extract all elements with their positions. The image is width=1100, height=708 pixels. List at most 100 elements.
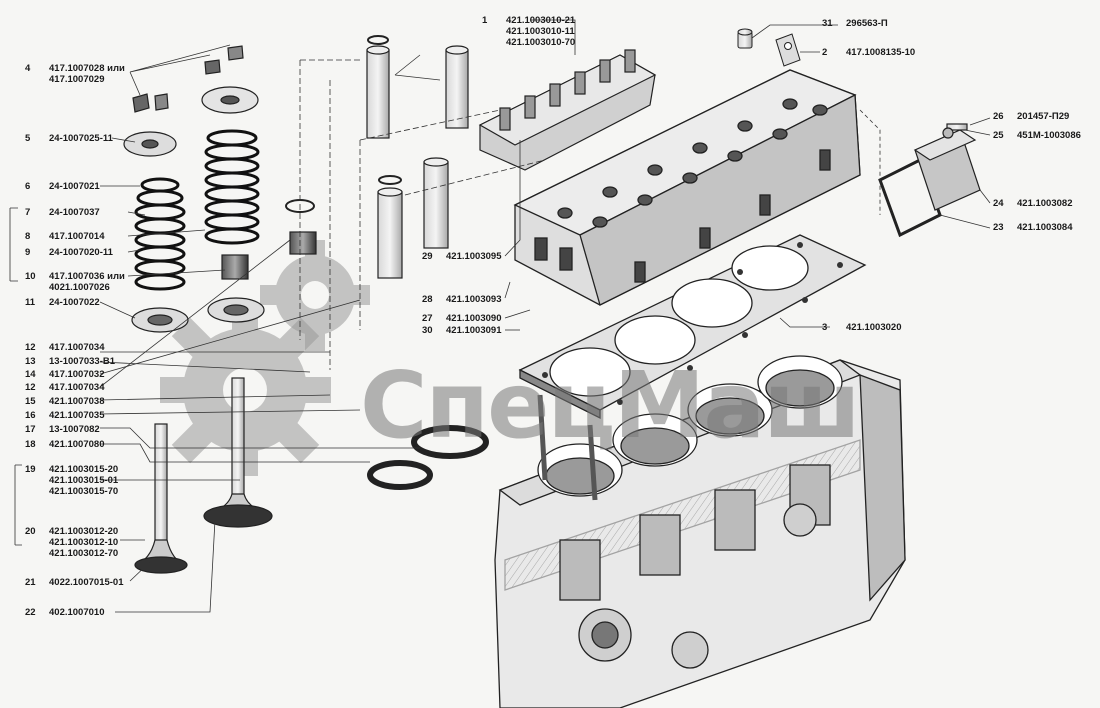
callout-part-numbers: 24-1007037 (49, 207, 100, 218)
callout-c24: 24 421.1003082 (993, 198, 1072, 209)
callout-number: 31 (822, 18, 833, 29)
callout-number: 6 (25, 181, 31, 192)
callout-number: 24 (993, 198, 1004, 209)
part-number: 417.1007028 или (49, 63, 125, 74)
rocker-assembly (478, 49, 657, 171)
callout-part-numbers: 13-1007082 (49, 424, 100, 435)
callout-number: 15 (25, 396, 36, 407)
callout-part-numbers: 24-1007020-11 (49, 247, 113, 258)
callout-part-numbers: 417.1008135-10 (846, 47, 915, 58)
callout-number: 27 (422, 313, 433, 324)
part-number: 421.1003015-70 (49, 486, 119, 497)
callout-number: 21 (25, 577, 36, 588)
callout-part-numbers: 417.1007034 (49, 342, 104, 353)
part-number: 421.1007038 (49, 396, 105, 407)
watermark-gear-small-icon (260, 240, 370, 351)
callout-number: 19 (25, 464, 36, 475)
callout-number: 22 (25, 607, 36, 618)
part-number: 421.1003012-20 (49, 526, 119, 537)
part-number: 24-1007021 (49, 181, 100, 192)
head-gasket (518, 234, 867, 420)
callout-part-numbers: 402.1007010 (49, 607, 104, 618)
callout-c13: 13 13-1007033-В1 (25, 356, 115, 367)
callout-part-numbers: 24-1007025-11 (49, 133, 113, 144)
callout-number: 1 (482, 15, 488, 26)
callout-c28: 28 421.1003093 (422, 294, 501, 305)
part-number: 402.1007010 (49, 607, 105, 618)
callout-number: 10 (25, 271, 36, 282)
callout-number: 13 (25, 356, 36, 367)
callout-part-numbers: 421.1003093 (446, 294, 501, 305)
callout-number: 20 (25, 526, 36, 537)
callout-part-numbers: 421.1003082 (1017, 198, 1072, 209)
callout-part-numbers: 201457-П29 (1017, 111, 1069, 122)
valve-train (123, 45, 489, 574)
callout-c12b: 12 417.1007034 (25, 382, 104, 393)
engine-block (494, 355, 906, 708)
part-number: 421.1003091 (446, 325, 502, 336)
part-number: 417.1007029 (49, 74, 105, 85)
callout-c27: 27 421.1003090 (422, 313, 501, 324)
part-number: 421.1003084 (1017, 222, 1073, 233)
callout-part-numbers: 24-1007021 (49, 181, 100, 192)
callout-number: 23 (993, 222, 1004, 233)
part-number: 421.1003090 (446, 313, 502, 324)
part-number: 421.1003012-10 (49, 537, 119, 548)
callout-c25: 25 451М-1003086 (993, 130, 1081, 141)
callout-part-numbers: 421.1007038 (49, 396, 104, 407)
callout-part-numbers: 13-1007033-В1 (49, 356, 115, 367)
watermark-text: СпецМаш (360, 352, 861, 459)
part-number: 451М-1003086 (1017, 130, 1081, 141)
callout-number: 11 (25, 297, 36, 308)
part-number: 421.1007080 (49, 439, 105, 450)
part-number: 296563-П (846, 18, 888, 29)
part-number: 417.1007036 или (49, 271, 125, 282)
callout-number: 28 (422, 294, 433, 305)
callout-number: 4 (25, 63, 31, 74)
callout-number: 8 (25, 231, 31, 242)
part-number: 417.1007034 (49, 342, 105, 353)
part-number: 24-1007020-11 (49, 247, 113, 258)
part-number: 421.1003012-70 (49, 548, 119, 559)
part-number: 421.1003015-01 (49, 475, 119, 486)
flange-gasket (878, 123, 981, 238)
callout-number: 14 (25, 369, 36, 380)
callout-number: 29 (422, 251, 433, 262)
part-number: 417.1008135-10 (846, 47, 916, 58)
callout-number: 12 (25, 382, 36, 393)
part-number: 417.1007014 (49, 231, 105, 242)
cylinder-head (513, 69, 861, 306)
callout-part-numbers: 421.1003090 (446, 313, 501, 324)
callout-part-numbers: 421.1003020 (846, 322, 901, 333)
callout-part-numbers: 417.1007034 (49, 382, 104, 393)
part-number: 4021.1007026 (49, 282, 110, 293)
callout-number: 30 (422, 325, 433, 336)
callout-part-numbers: 421.1003091 (446, 325, 501, 336)
callout-part-numbers: 417.1007032 (49, 369, 104, 380)
part-number: 24-1007025-11 (49, 133, 113, 144)
callout-number: 25 (993, 130, 1004, 141)
callout-part-numbers: 421.1007035 (49, 410, 104, 421)
part-number: 421.1003020 (846, 322, 902, 333)
part-number: 421.1007035 (49, 410, 105, 421)
